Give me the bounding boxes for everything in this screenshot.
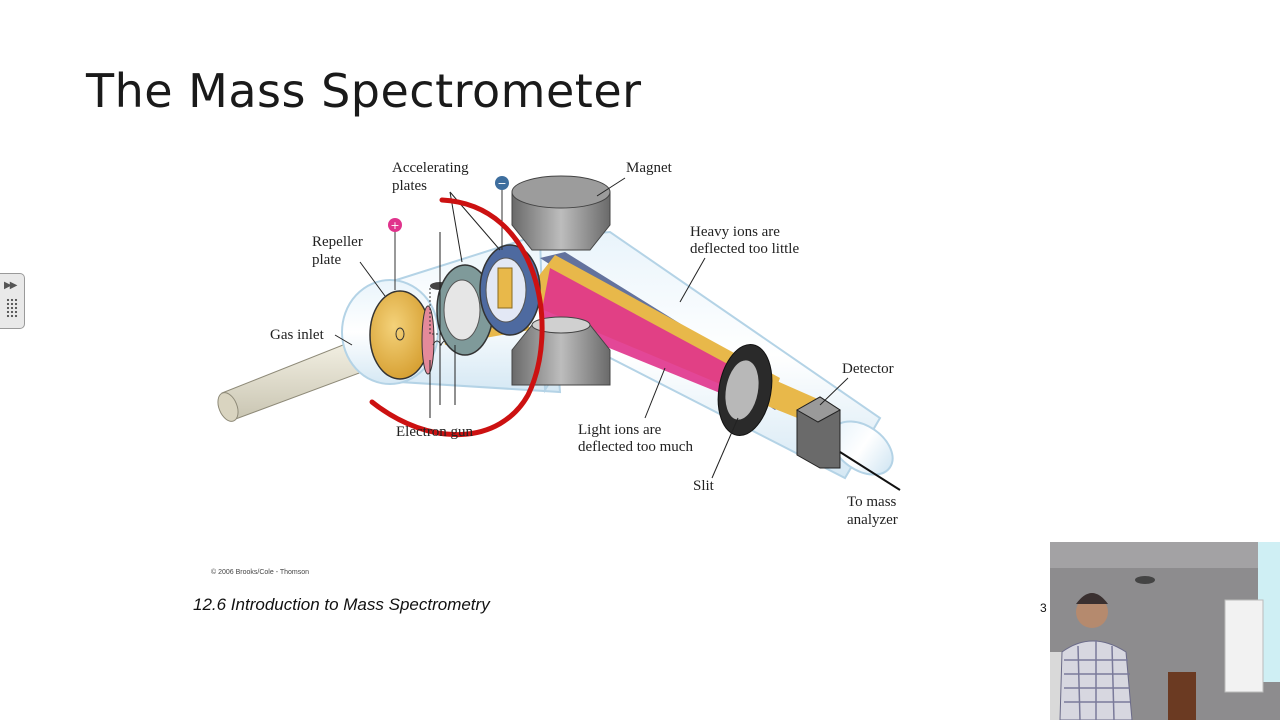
label-electron-gun: Electron gun — [396, 424, 474, 440]
annotation-circle — [369, 197, 545, 438]
label-gas-inlet: Gas inlet — [270, 327, 325, 343]
label-to-mass-analyzer-2: analyzer — [847, 512, 898, 528]
svg-text:+: + — [390, 219, 399, 232]
label-magnet: Magnet — [626, 160, 673, 176]
gas-inlet-pipe — [217, 342, 363, 422]
minus-sign-icon: − — [495, 176, 509, 250]
presenter-video-frame — [1050, 542, 1280, 720]
label-accelerating-plates: Accelerating — [392, 160, 469, 176]
repeller-plate — [369, 290, 435, 380]
slide-caption: 12.6 Introduction to Mass Spectrometry — [193, 595, 490, 614]
label-light-ions-2: deflected too much — [578, 439, 693, 455]
grid-dots-icon — [6, 298, 18, 318]
plus-sign-icon: + — [388, 218, 402, 290]
accelerating-plates — [436, 244, 541, 356]
copyright-notice: © 2006 Brooks/Cole - Thomson — [211, 569, 310, 576]
label-repeller-plate-2: plate — [312, 252, 341, 268]
label-slit: Slit — [693, 478, 715, 494]
label-light-ions: Light ions are — [578, 422, 662, 438]
page-number: 3 — [1040, 601, 1047, 615]
presenter-video — [1050, 542, 1280, 720]
slit — [717, 343, 773, 437]
label-heavy-ions-2: deflected too little — [690, 241, 799, 257]
svg-text:−: − — [497, 177, 506, 190]
side-panel-toggle[interactable]: ▶▶ — [0, 273, 25, 329]
panel-toggle-icon: ▶▶ — [4, 280, 17, 291]
light-ion-beam — [540, 268, 735, 395]
label-heavy-ions: Heavy ions are — [690, 224, 780, 240]
label-repeller-plate: Repeller — [312, 234, 363, 250]
detector — [795, 396, 901, 491]
label-to-mass-analyzer: To mass — [847, 494, 897, 510]
slide-title: The Mass Spectrometer — [86, 64, 642, 118]
label-accelerating-plates-2: plates — [392, 178, 427, 194]
label-detector: Detector — [842, 361, 894, 377]
